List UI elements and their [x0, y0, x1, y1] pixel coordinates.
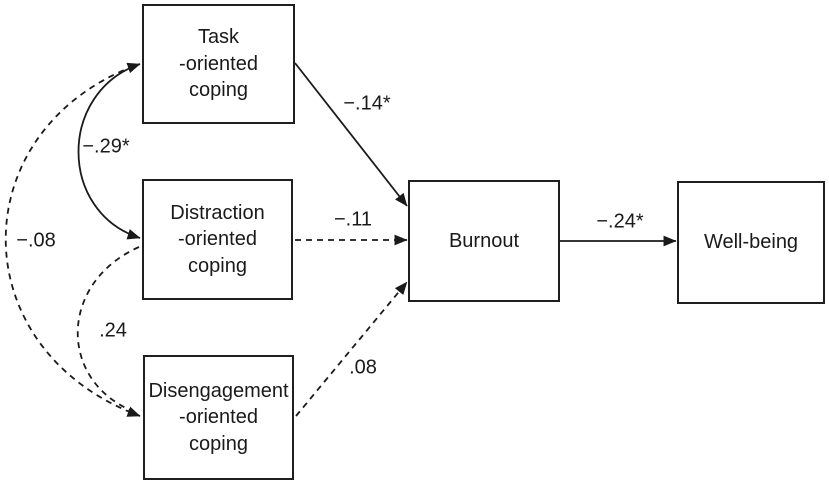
coef-distraction-burnout: −.11 — [334, 208, 372, 231]
coef-task-disengagement: −.08 — [16, 229, 56, 252]
arrow-task-burnout — [294, 62, 408, 207]
coef-task-burnout: −.14* — [343, 92, 391, 115]
coef-disengagement-burnout: .08 — [349, 356, 377, 379]
node-burnout: Burnout — [408, 180, 560, 302]
node-task: Task -oriented coping — [142, 4, 295, 124]
node-wellbeing: Well-being — [677, 181, 825, 304]
arc-task-distraction — [77, 62, 141, 240]
arc-task-disengagement — [4, 65, 141, 417]
coef-task-distraction: −.29* — [82, 135, 130, 158]
node-disengagement: Disengagement -oriented coping — [143, 355, 294, 480]
arrow-disengagement-burnout — [295, 281, 408, 417]
arc-distraction-disengagement — [76, 246, 140, 413]
coef-burnout-wellbeing: −.24* — [596, 210, 644, 233]
coef-distraction-disengagement: .24 — [99, 319, 127, 342]
node-distraction: Distraction -oriented coping — [142, 179, 293, 300]
